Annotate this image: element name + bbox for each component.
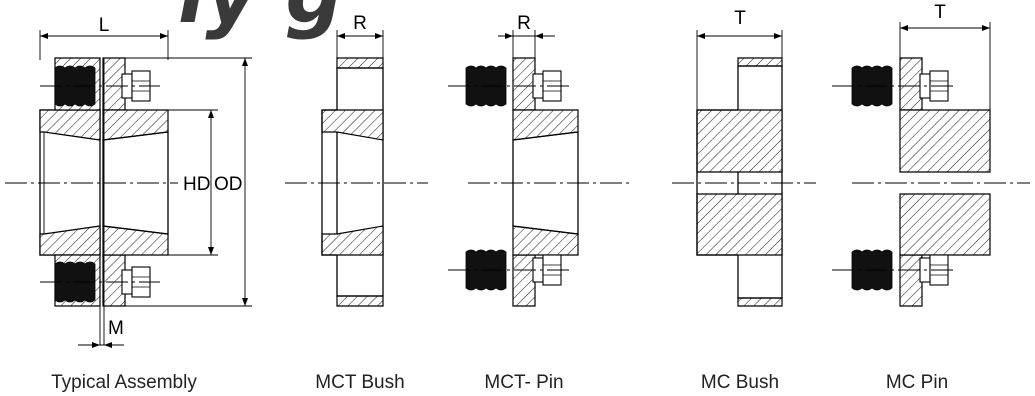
- dimension-L-label: L: [99, 15, 110, 36]
- mct-bush-drawing: [285, 30, 428, 307]
- dimension-T-label-bush: T: [734, 8, 746, 29]
- caption-typical-assembly: Typical Assembly: [51, 372, 197, 393]
- caption-mct-bush: MCT Bush: [315, 372, 404, 393]
- mc-bush-drawing: [672, 30, 816, 307]
- caption-mc-pin: MC Pin: [886, 372, 948, 393]
- watermark-text: ly g: [178, 0, 343, 41]
- dimension-M-label: M: [108, 318, 124, 339]
- dimension-HD-label: HD: [183, 174, 210, 195]
- mct-pin-drawing: [448, 30, 632, 307]
- dimension-OD-label: OD: [214, 174, 243, 195]
- dimension-R-label-bush: R: [353, 13, 367, 34]
- dimension-R-label-pin: R: [517, 13, 531, 34]
- caption-mc-bush: MC Bush: [701, 372, 779, 393]
- mc-pin-drawing: [832, 22, 1030, 307]
- dimension-T-label-pin: T: [934, 2, 946, 23]
- typical-assembly-drawing: [5, 30, 252, 348]
- caption-mct-pin: MCT- Pin: [484, 372, 563, 393]
